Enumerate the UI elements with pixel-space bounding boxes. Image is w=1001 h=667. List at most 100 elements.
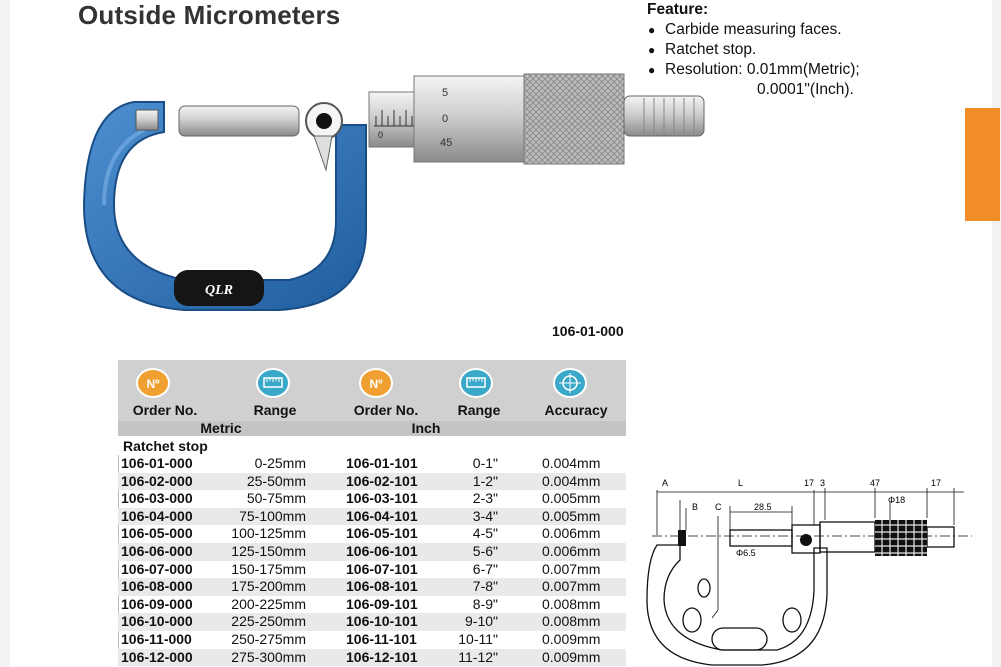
feature-list: Feature: Carbide measuring faces. Ratche… xyxy=(647,0,860,100)
table-body: 106-01-000 0-25mm 106-01-101 0-1" 0.004mm 106… xyxy=(118,455,626,667)
range-metric-cell: 225-250mm xyxy=(231,613,306,630)
number-badge-icon: Nº xyxy=(359,368,393,398)
range-inch-cell: 10-11" xyxy=(458,630,498,647)
col-header-order-no-inch: Order No. xyxy=(353,402,419,418)
accuracy-cell: 0.008mm xyxy=(542,613,601,630)
diagram-anvil xyxy=(678,530,686,546)
range-inch-cell: 1-2" xyxy=(472,472,498,489)
range-metric-cell: 0-25mm xyxy=(254,455,306,471)
spindle xyxy=(178,105,300,137)
section-tab[interactable] xyxy=(965,108,1000,221)
diagram-slot xyxy=(711,627,768,651)
dim-label-a: A xyxy=(662,478,668,488)
order-no-metric-cell: 106-09-000 xyxy=(121,595,193,612)
order-no-metric-cell: 106-06-000 xyxy=(121,542,193,559)
accuracy-cell: 0.007mm xyxy=(542,578,601,595)
diagram-sleeve xyxy=(819,521,876,553)
ruler-icon xyxy=(459,368,493,398)
diagram-frame xyxy=(646,544,828,666)
order-no-inch-cell: 106-03-101 xyxy=(346,490,418,507)
target-icon xyxy=(553,368,587,398)
page-right-margin xyxy=(992,0,1001,667)
ruler-icon xyxy=(256,368,290,398)
range-metric-cell: 75-100mm xyxy=(239,507,306,524)
range-inch-cell: 2-3" xyxy=(472,490,498,507)
dim-value-17: 17 xyxy=(931,478,941,488)
section-label: Ratchet stop xyxy=(123,438,208,454)
order-no-metric-cell: 106-08-000 xyxy=(121,578,193,595)
diagram-hole xyxy=(782,607,802,633)
svg-text:Nº: Nº xyxy=(146,377,160,391)
range-metric-cell: 25-50mm xyxy=(246,472,306,489)
table-row: 106-10-000 225-250mm 106-10-101 9-10" 0.008m… xyxy=(118,613,626,631)
order-no-metric-cell: 106-12-000 xyxy=(121,648,193,665)
order-no-metric-cell: 106-04-000 xyxy=(121,507,193,524)
thimble-number: 5 xyxy=(442,87,448,99)
diagram-ratchet xyxy=(926,526,955,548)
order-no-metric-cell: 106-01-000 xyxy=(121,455,193,471)
table-left-rule xyxy=(118,455,119,667)
micrometer-frame xyxy=(82,101,367,311)
order-no-inch-cell: 106-01-101 xyxy=(346,455,418,471)
order-no-metric-cell: 106-07-000 xyxy=(121,560,193,577)
order-no-inch-cell: 106-05-101 xyxy=(346,525,418,542)
accuracy-cell: 0.004mm xyxy=(542,472,601,489)
group-label-metric: Metric xyxy=(200,420,242,436)
diagram-spindle xyxy=(729,529,793,547)
dim-value-47: 47 xyxy=(870,478,880,488)
range-metric-cell: 50-75mm xyxy=(246,490,306,507)
product-code: 106-01-000 xyxy=(552,323,624,339)
feature-item: Resolution: 0.01mm(Metric); xyxy=(647,60,860,80)
order-no-inch-cell: 106-06-101 xyxy=(346,542,418,559)
range-metric-cell: 125-150mm xyxy=(231,542,306,559)
order-no-inch-cell: 106-09-101 xyxy=(346,595,418,612)
dim-value-28-5: 28.5 xyxy=(754,502,772,512)
accuracy-cell: 0.005mm xyxy=(542,490,601,507)
range-inch-cell: 11-12" xyxy=(458,648,498,665)
diagram-hole xyxy=(682,607,702,633)
order-no-inch-cell: 106-12-101 xyxy=(346,648,418,665)
dim-value-3: 3 xyxy=(820,478,825,488)
range-inch-cell: 6-7" xyxy=(472,560,498,577)
anvil xyxy=(135,109,159,131)
thimble-number: 45 xyxy=(440,137,452,149)
range-metric-cell: 175-200mm xyxy=(231,578,306,595)
range-inch-cell: 3-4" xyxy=(472,507,498,524)
col-header-range-metric: Range xyxy=(253,402,297,418)
order-no-inch-cell: 106-11-101 xyxy=(346,630,417,647)
col-header-accuracy: Accuracy xyxy=(544,402,608,418)
order-no-metric-cell: 106-10-000 xyxy=(121,613,193,630)
range-metric-cell: 250-275mm xyxy=(231,630,306,647)
dim-value-17: 17 xyxy=(804,478,814,488)
range-metric-cell: 275-300mm xyxy=(231,648,306,665)
dim-label-l: L xyxy=(738,478,743,488)
dim-value-dia18: Φ18 xyxy=(888,495,905,505)
number-badge-icon: Nº xyxy=(136,368,170,398)
range-inch-cell: 9-10" xyxy=(465,613,498,630)
order-no-metric-cell: 106-02-000 xyxy=(121,472,193,489)
range-inch-cell: 0-1" xyxy=(472,455,498,471)
accuracy-cell: 0.007mm xyxy=(542,560,601,577)
page-left-margin xyxy=(0,0,10,667)
accuracy-cell: 0.006mm xyxy=(542,525,601,542)
accuracy-cell: 0.006mm xyxy=(542,542,601,559)
thimble-number: 0 xyxy=(442,113,448,125)
range-inch-cell: 8-9" xyxy=(472,595,498,612)
sleeve-mark: 0 xyxy=(378,130,383,140)
svg-text:Nº: Nº xyxy=(369,377,383,391)
feature-item: Ratchet stop. xyxy=(647,40,860,60)
col-header-range-inch: Range xyxy=(457,402,501,418)
col-header-order-no-metric: Order No. xyxy=(132,402,198,418)
order-no-inch-cell: 106-10-101 xyxy=(346,613,418,630)
accuracy-cell: 0.005mm xyxy=(542,507,601,524)
diagram-hole xyxy=(697,578,711,598)
